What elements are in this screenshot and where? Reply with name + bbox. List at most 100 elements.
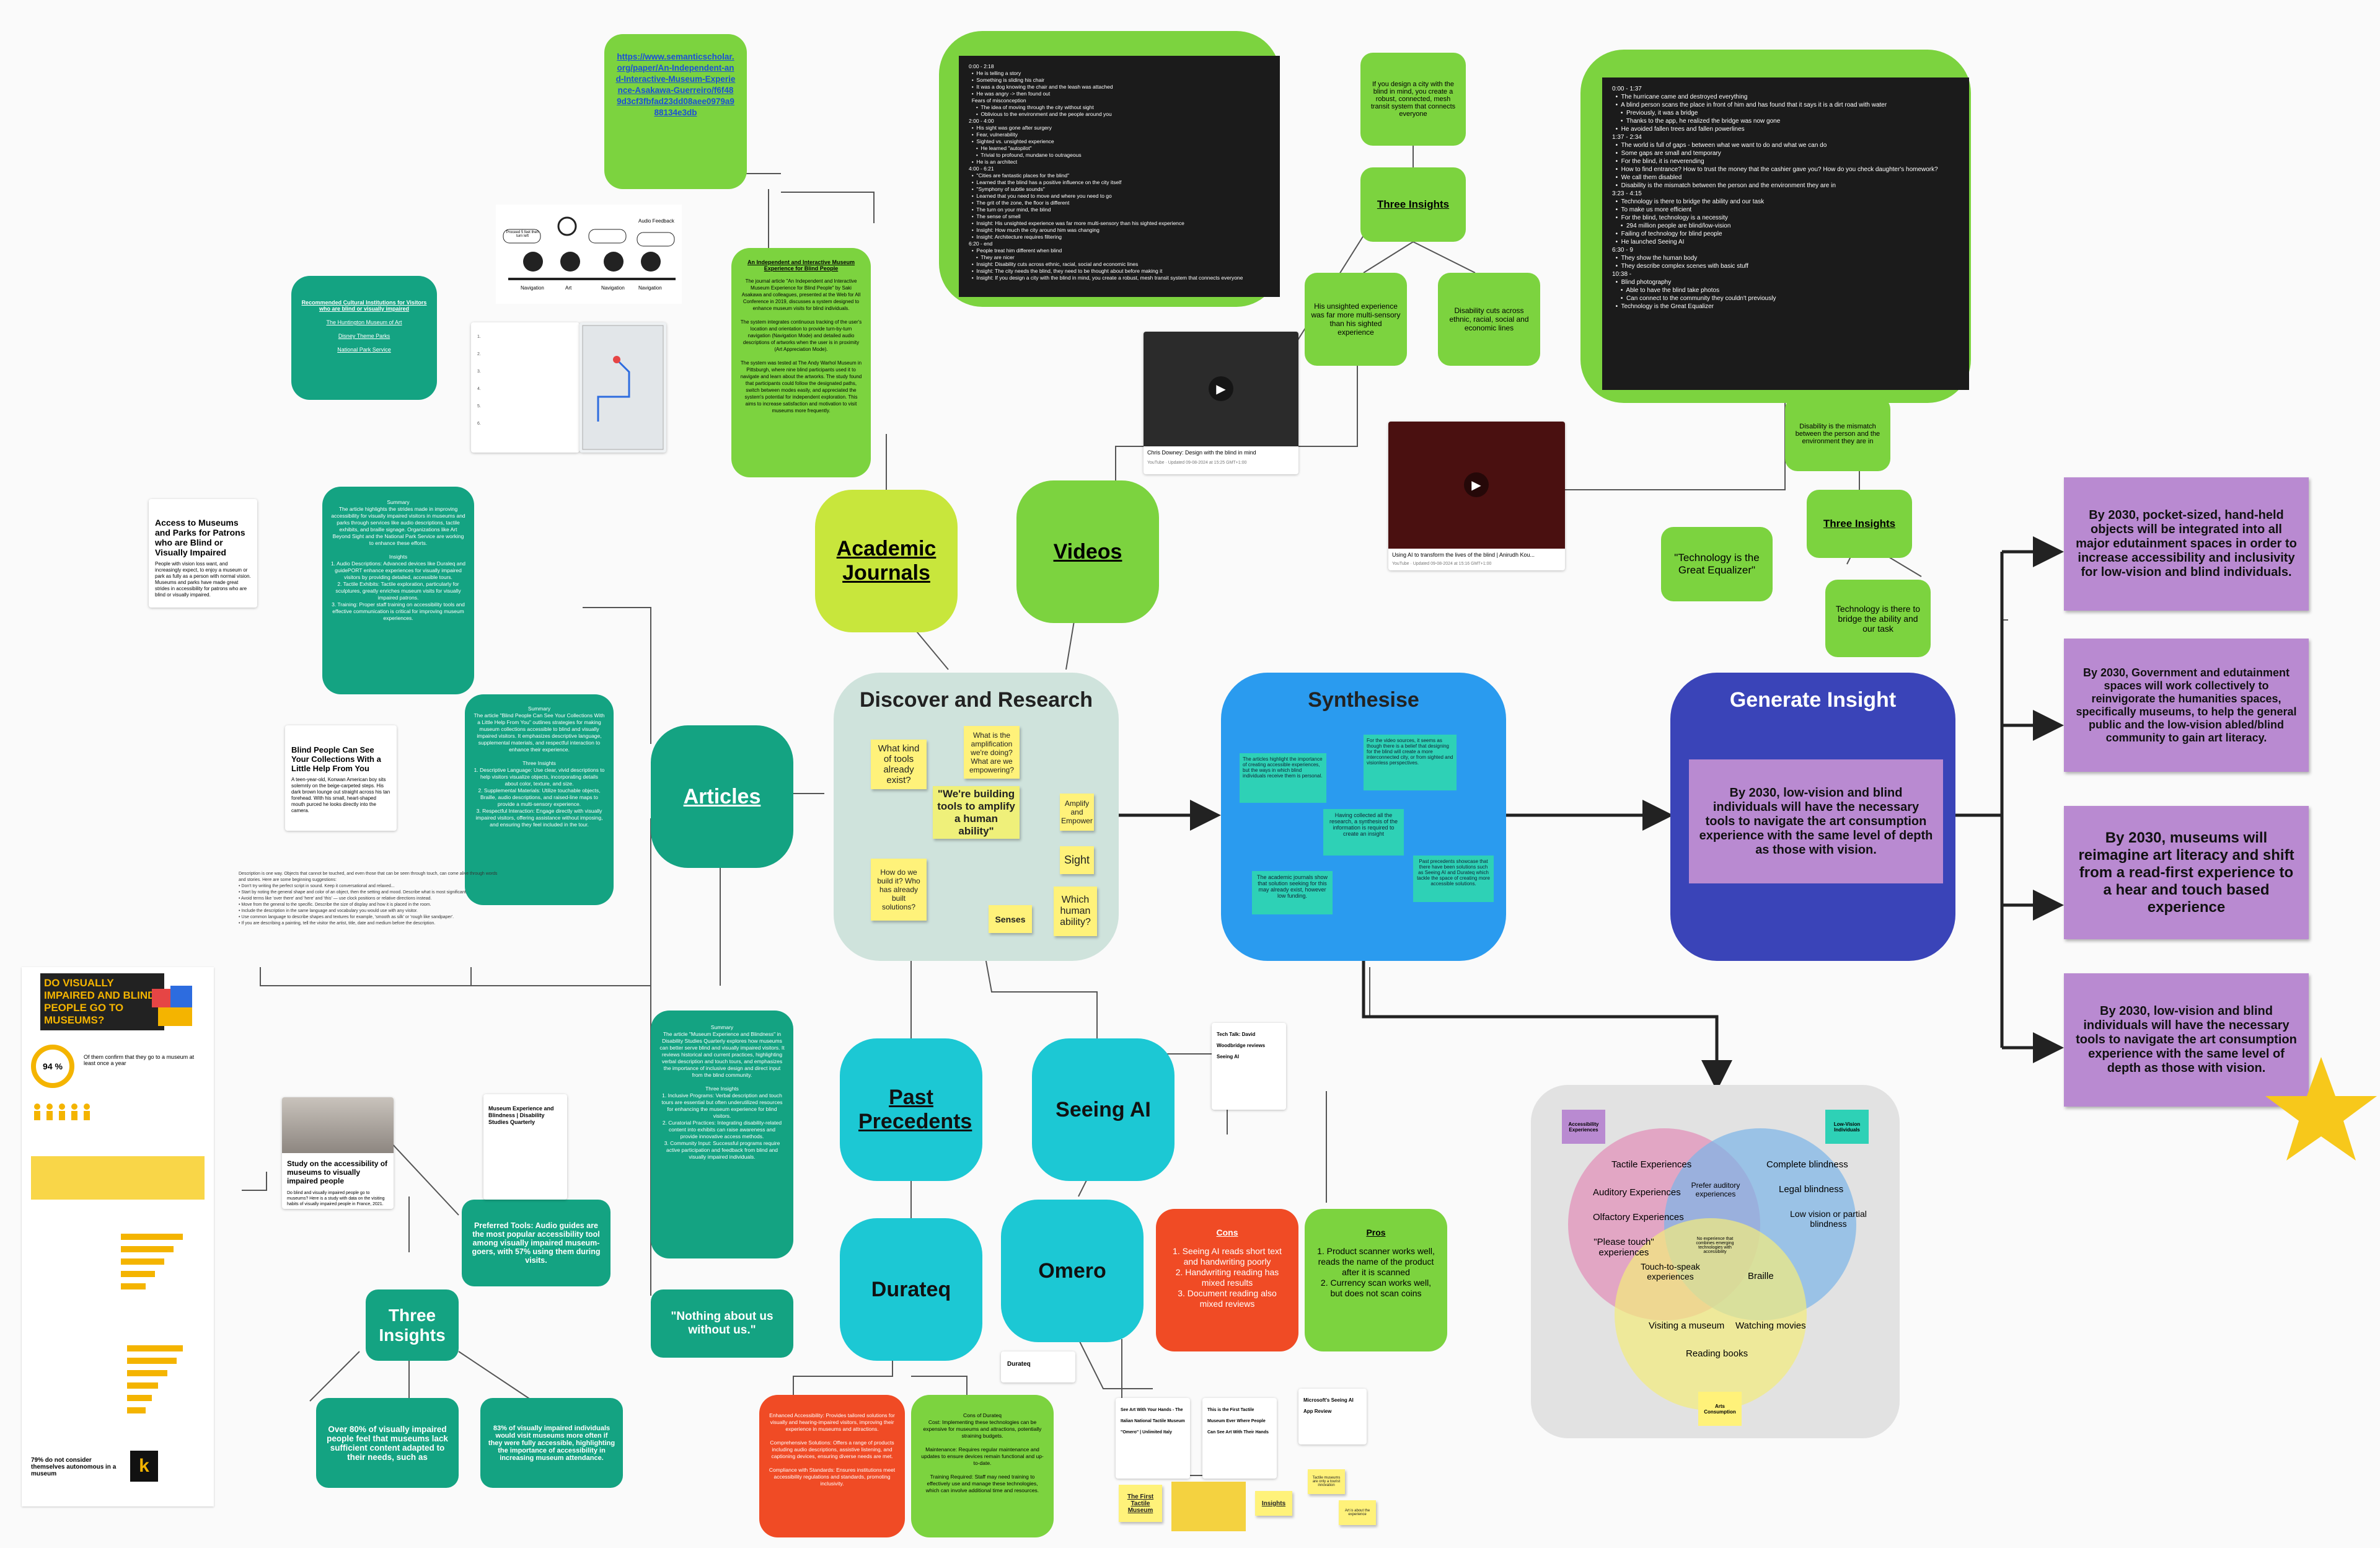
- venn-tag-arts: Arts Consumption: [1698, 1392, 1742, 1426]
- video-notes-2-container: 0:00 - 1:37 • The hurricane came and des…: [1580, 50, 1971, 403]
- video-notes-1: 0:00 - 2:18 • He is telling a story • So…: [959, 56, 1280, 297]
- venn-no-experience: No experience that combines emerging tec…: [1696, 1237, 1734, 1254]
- microsoft-title: Microsoft's Seeing AI App Review: [1303, 1397, 1354, 1414]
- study-text: Do blind and visually impaired people go…: [287, 1191, 385, 1206]
- generate-insight-panel: Generate Insight By 2030, low-vision and…: [1670, 673, 1955, 961]
- cons-title: Cons: [1216, 1227, 1238, 1237]
- venn-panel: Accessibility Experiences Low-Vision Ind…: [1531, 1085, 1900, 1438]
- pros-box: Pros 1. Product scanner works well, read…: [1305, 1209, 1447, 1351]
- venn-braille: Braille: [1748, 1271, 1774, 1281]
- access-text: People with vision loss want, and increa…: [155, 561, 251, 598]
- paper-figure-list: 1.2.3.4.5.6.: [471, 322, 580, 453]
- sticky-how-build: How do we build it? Who has already buil…: [871, 859, 927, 921]
- synth-note-precedents: Past precedents showcase that there have…: [1413, 856, 1494, 902]
- dsq-card[interactable]: Museum Experience and Blindness | Disabi…: [483, 1094, 567, 1200]
- generate-insight-text: By 2030, low-vision and blind individual…: [1689, 759, 1943, 883]
- navigation-diagram-svg: [503, 216, 676, 280]
- video-card-chris-downey[interactable]: ▶ Chris Downey: Design with the blind in…: [1144, 332, 1298, 474]
- sticky-tools-exist: What kind of tools already exist?: [871, 740, 927, 789]
- durateq-node[interactable]: Durateq: [840, 1218, 982, 1361]
- study-card[interactable]: Study on the accessibility of museums to…: [282, 1097, 394, 1209]
- video-title-2: Using AI to transform the lives of the b…: [1392, 552, 1535, 558]
- videos-node[interactable]: Videos: [1016, 480, 1159, 623]
- academic-journals-node[interactable]: Academic Journals: [815, 490, 958, 632]
- venn-complete-blind: Complete blindness: [1766, 1159, 1848, 1170]
- video-card-anirudh[interactable]: ▶ Using AI to transform the lives of the…: [1388, 422, 1565, 570]
- nothing-about-us-quote: "Nothing about us without us.": [651, 1289, 793, 1358]
- nav-label-1: Navigation: [521, 285, 544, 291]
- cons-box: Cons 1. Seeing AI reads short text and h…: [1156, 1209, 1298, 1351]
- nav-bubble-proceed: Proceed 5 feet then turn left: [506, 231, 539, 238]
- past-precedents-node[interactable]: Past Precedents: [840, 1038, 982, 1181]
- semantic-scholar-link[interactable]: https://www.semanticscholar.org/paper/An…: [604, 34, 747, 189]
- venn-touch-speak: Touch-to-speak experiences: [1641, 1262, 1700, 1281]
- video-title-1: Chris Downey: Design with the blind in m…: [1147, 449, 1256, 456]
- venn-watching-movies: Watching movies: [1735, 1320, 1806, 1331]
- unsighted-note: His unsighted experience was far more mu…: [1305, 273, 1407, 366]
- video-thumbnail-1[interactable]: ▶: [1144, 332, 1298, 446]
- pct-94-text: Of them confirm that they go to a museum…: [84, 1054, 195, 1066]
- videos-label: Videos: [1053, 539, 1122, 564]
- play-icon[interactable]: ▶: [1209, 376, 1233, 401]
- infographic: DO VISUALLY IMPAIRED AND BLIND PEOPLE GO…: [22, 967, 214, 1506]
- nav-label-3: Navigation: [638, 285, 662, 291]
- synthesise-panel: Synthesise The articles highlight the im…: [1221, 673, 1506, 961]
- article-summary-3: Summary The article "Museum Experience a…: [651, 1011, 793, 1258]
- academic-journals-label: Academic Journals: [836, 537, 937, 585]
- three-insights-video-1-label: Three Insights: [1377, 198, 1450, 210]
- semantic-scholar-link-text[interactable]: https://www.semanticscholar.org/paper/An…: [615, 52, 736, 117]
- durateq-pros-box: Enhanced Accessibility: Provides tailore…: [759, 1395, 905, 1537]
- tech-talk-title: Tech Talk: David Woodbridge reviews Seei…: [1217, 1032, 1266, 1059]
- rec-link-2[interactable]: Disney Theme Parks: [338, 333, 390, 339]
- synth-note-videos: For the video sources, it seems as thoug…: [1364, 735, 1457, 790]
- tech-talk-card[interactable]: Tech Talk: David Woodbridge reviews Seei…: [1212, 1023, 1286, 1110]
- generate-title: Generate Insight: [1729, 688, 1897, 712]
- venn-circles: [1568, 1128, 1856, 1410]
- article-summary-2: Summary The article "Blind People Can Se…: [465, 694, 614, 905]
- venn-tag-lowvision: Low-Vision Individuals: [1825, 1110, 1869, 1144]
- study-title: Study on the accessibility of museums to…: [287, 1159, 388, 1185]
- venn-please-touch: "Please touch" experiences: [1593, 1237, 1654, 1258]
- venn-legal-blind: Legal blindness: [1779, 1184, 1844, 1195]
- city-note: If you design a city with the blind in m…: [1360, 53, 1466, 146]
- durateq-card[interactable]: Durateq: [1001, 1351, 1075, 1382]
- venn-olfactory: Olfactory Experiences: [1593, 1212, 1684, 1223]
- play-icon[interactable]: ▶: [1464, 472, 1489, 497]
- pct-94-value: 94 %: [43, 1061, 63, 1071]
- access-title: Access to Museums and Parks for Patrons …: [155, 518, 245, 557]
- seeing-ai-label: Seeing AI: [1056, 1097, 1151, 1121]
- sticky-senses: Senses: [989, 905, 1032, 933]
- infographic-waiting-box: [31, 1156, 205, 1200]
- first-tactile-label: The First Tactile Museum: [1127, 1493, 1154, 1514]
- audio-feedback-label: Audio Feedback: [638, 218, 674, 224]
- microsoft-card[interactable]: Microsoft's Seeing AI App Review: [1298, 1389, 1367, 1444]
- articles-node[interactable]: Articles: [651, 725, 793, 868]
- see-art-card[interactable]: See Art With Your Hands - The Italian Na…: [1116, 1398, 1190, 1479]
- first-tactile-card[interactable]: This is the First Tactile Museum Ever Wh…: [1202, 1398, 1277, 1479]
- omero-note-1: Tactile museums are only a tourist innov…: [1308, 1469, 1345, 1494]
- pct-83-note: 83% of visually impaired individuals wou…: [480, 1398, 623, 1488]
- blind-title: Blind People Can See Your Collections Wi…: [291, 745, 381, 773]
- synth-note-collected: Having collected all the research, a syn…: [1323, 809, 1404, 856]
- discover-title: Discover and Research: [859, 688, 1093, 712]
- preferred-tools: Preferred Tools: Audio guides are the mo…: [462, 1200, 610, 1286]
- video-thumbnail-2[interactable]: ▶: [1388, 422, 1565, 549]
- blind-people-card[interactable]: Blind People Can See Your Collections Wi…: [285, 725, 397, 831]
- seeing-ai-node[interactable]: Seeing AI: [1032, 1038, 1175, 1181]
- pct-94-circle: 94 %: [31, 1045, 74, 1088]
- omero-notes-block: [1171, 1482, 1246, 1531]
- durateq-cons-box: Cons of Durateq Cost: Implementing these…: [911, 1395, 1054, 1537]
- long-text-block: Description is one way. Objects that can…: [239, 872, 498, 926]
- video-meta-2: YouTube · Updated 09-08-2024 at 15:16 GM…: [1392, 562, 1492, 566]
- equalizer-note: "Technology is the Great Equalizer": [1661, 527, 1773, 601]
- mismatch-note: Disability is the mismatch between the p…: [1785, 397, 1890, 471]
- rec-link-1[interactable]: The Huntington Museum of Art: [326, 319, 402, 325]
- omero-node[interactable]: Omero: [1001, 1200, 1144, 1342]
- sticky-main-quote: "We're building tools to amplify a human…: [933, 786, 1020, 839]
- insight-card-1: By 2030, pocket-sized, hand-held objects…: [2064, 477, 2309, 611]
- three-insights-articles-label: Three Insights: [379, 1305, 446, 1345]
- access-museums-card[interactable]: Access to Museums and Parks for Patrons …: [149, 499, 257, 608]
- paper-floor-map: [580, 322, 666, 453]
- venn-tactile: Tactile Experiences: [1611, 1159, 1692, 1170]
- rec-link-3[interactable]: National Park Service: [337, 347, 391, 353]
